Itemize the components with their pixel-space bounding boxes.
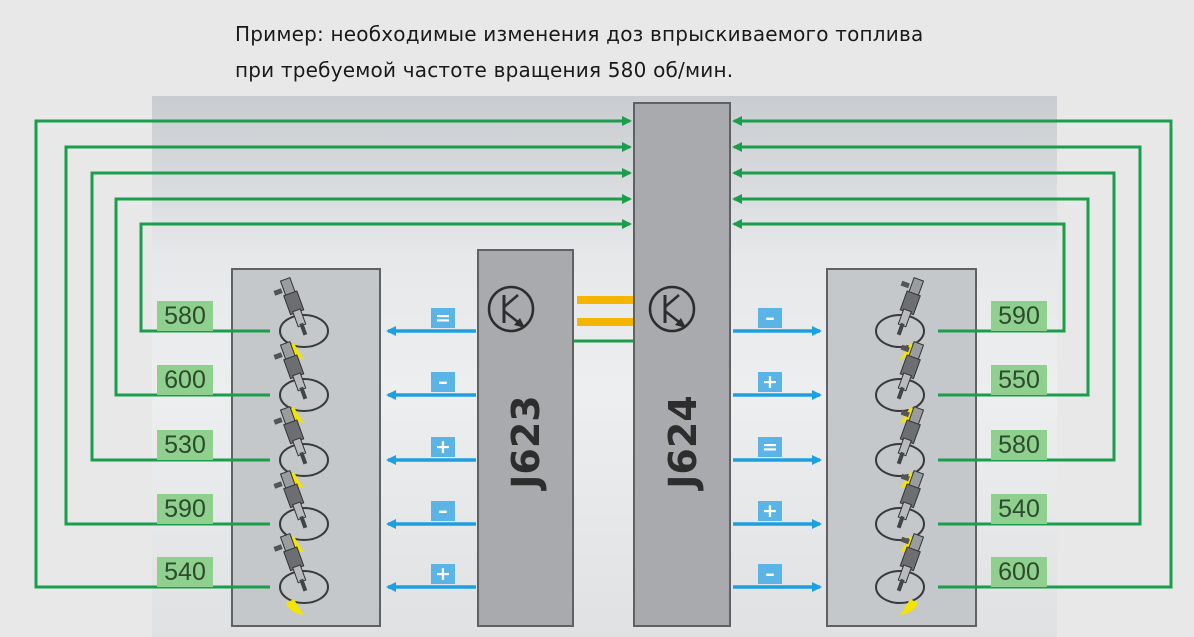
- correction-sign-left: +: [431, 564, 455, 584]
- injector-icon: [900, 536, 910, 545]
- injector-icon: [875, 443, 925, 477]
- injector-icon: [273, 544, 283, 552]
- injector-icon: [897, 437, 912, 457]
- injector-icon: [292, 501, 307, 521]
- feedback-line-right: [732, 219, 1066, 333]
- injector-icon: [273, 532, 308, 592]
- injection-value-left: 540: [157, 557, 213, 587]
- correction-sign-right: =: [758, 437, 782, 457]
- injector-icon: [273, 352, 283, 360]
- injection-value-right: 550: [991, 365, 1047, 395]
- correction-sign-left: –: [431, 372, 455, 392]
- feedback-line-right: [732, 194, 1090, 397]
- injector-icon: [900, 344, 910, 353]
- feedback-line-left: [90, 168, 632, 462]
- injector-icon: [875, 378, 925, 412]
- correction-sign-left: =: [431, 308, 455, 328]
- injector-icon: [273, 405, 308, 465]
- feedback-line-left: [114, 194, 632, 397]
- injector-icon: [273, 288, 283, 296]
- ecu-link-bar: [577, 296, 633, 304]
- ecu-j623: [477, 249, 574, 627]
- correction-sign-right: +: [758, 372, 782, 392]
- correction-sign-left: –: [431, 501, 455, 521]
- injector-icon: [896, 469, 925, 529]
- injector-icon: [273, 481, 283, 489]
- transistor-icon: [664, 294, 680, 308]
- injection-value-left: 530: [157, 430, 213, 460]
- correction-sign-right: +: [758, 501, 782, 521]
- injector-icon: [897, 501, 912, 521]
- correction-sign-left: +: [431, 437, 455, 457]
- injector-icon: [299, 515, 308, 529]
- feedback-line-right: [732, 116, 1173, 589]
- feedback-line-left: [139, 219, 632, 333]
- injector-icon: [292, 437, 307, 457]
- transistor-icon: [514, 318, 525, 328]
- injector-icon: [279, 570, 329, 604]
- injector-icon: [279, 314, 329, 348]
- injector-icon: [896, 322, 905, 336]
- injector-icon: [279, 507, 329, 541]
- injector-icon: [896, 578, 905, 592]
- injector-icon: [273, 276, 308, 336]
- injector-icon: [900, 280, 910, 289]
- injection-value-left: 580: [157, 301, 213, 331]
- injector-icon: [900, 473, 910, 482]
- injector-icon: [279, 443, 329, 477]
- injector-icon: [292, 372, 307, 392]
- fuel-spray: [286, 599, 304, 615]
- injector-icon: [292, 308, 307, 328]
- injector-icon: [279, 378, 329, 412]
- injection-value-left: 600: [157, 365, 213, 395]
- ecu-link-bar: [577, 318, 633, 326]
- injector-icon: [896, 515, 905, 529]
- feedback-line-left: [64, 142, 632, 526]
- feedback-line-left: [34, 116, 632, 589]
- injector-icon: [875, 507, 925, 541]
- correction-sign-right: –: [758, 564, 782, 584]
- injector-icon: [897, 308, 912, 328]
- injector-icon: [896, 532, 925, 592]
- transistor-icon: [648, 285, 696, 333]
- feedback-line-right: [732, 168, 1116, 462]
- injector-icon: [299, 386, 308, 400]
- injector-icon: [299, 578, 308, 592]
- transistor-icon: [503, 294, 519, 308]
- injector-icon: [897, 372, 912, 392]
- injection-value-right: 600: [991, 557, 1047, 587]
- left-cylinder-bank: [231, 268, 381, 627]
- injector-icon: [897, 564, 912, 584]
- fuel-spray: [900, 599, 918, 615]
- injector-icon: [896, 405, 925, 465]
- injector-icon: [896, 340, 925, 400]
- caption-line-2: при требуемой частоте вращения 580 об/ми…: [235, 58, 734, 82]
- caption-line-1: Пример: необходимые изменения доз впрыск…: [235, 22, 924, 46]
- transistor-icon: [675, 318, 686, 328]
- injector-icon: [273, 340, 308, 400]
- injector-icon: [875, 570, 925, 604]
- injection-value-right: 590: [991, 301, 1047, 331]
- transistor-icon: [487, 285, 535, 333]
- injector-icon: [292, 564, 307, 584]
- injector-icon: [273, 469, 308, 529]
- injection-value-left: 590: [157, 494, 213, 524]
- feedback-line-right: [732, 142, 1142, 526]
- injector-icon: [273, 417, 283, 425]
- injector-icon: [299, 322, 308, 336]
- ecu-j624: [633, 102, 731, 627]
- injector-icon: [875, 314, 925, 348]
- correction-sign-right: –: [758, 308, 782, 328]
- injector-icon: [299, 451, 308, 465]
- injection-value-right: 540: [991, 494, 1047, 524]
- injector-icon: [896, 386, 905, 400]
- injector-icon: [896, 276, 925, 336]
- injector-icon: [900, 409, 910, 418]
- injector-icon: [896, 451, 905, 465]
- injection-value-right: 580: [991, 430, 1047, 460]
